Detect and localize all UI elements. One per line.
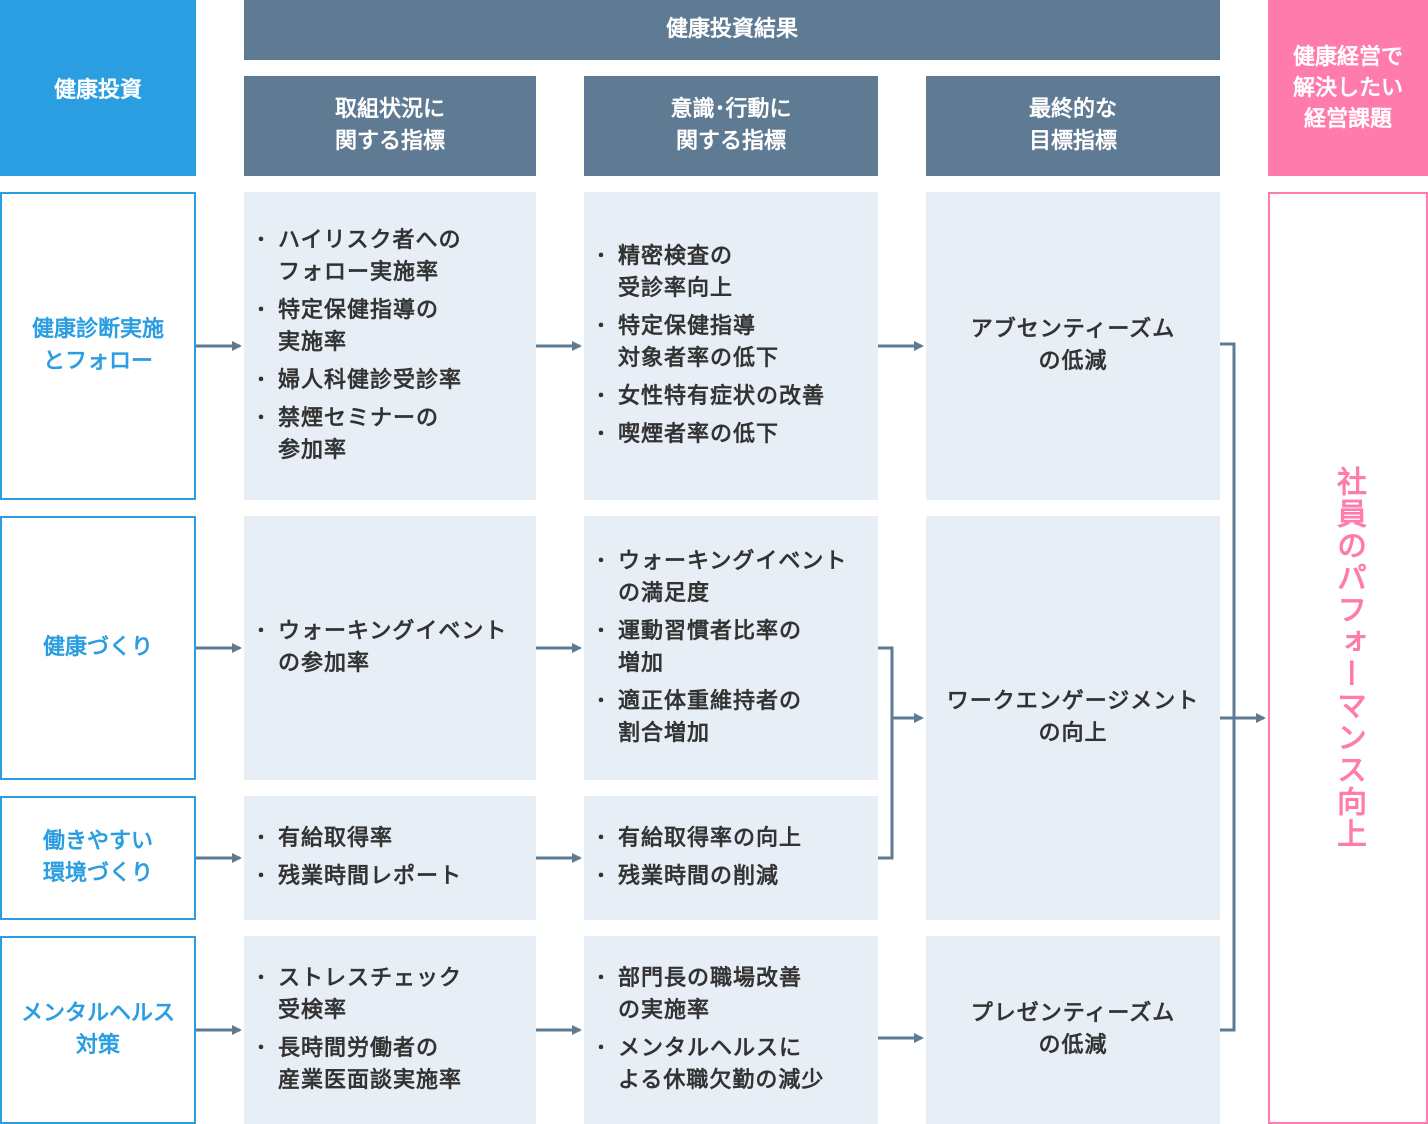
list-item: ウォーキングイベント の参加率 [252,616,536,680]
list-item: 残業時間の削減 [592,861,878,893]
bracket-merge [878,646,894,860]
effort-indicator-header: 取組状況に 関する指標 [244,76,536,176]
list-item: ストレスチェック 受検率 [252,963,536,1027]
management-issue-header: 健康経営で 解決したい 経営課題 [1268,0,1428,176]
list-item: ウォーキングイベント の満足度 [592,546,878,610]
results-header: 健康投資結果 [244,0,1220,60]
investment-work-environment: 働きやすい 環境づくり [0,796,196,920]
effort-cell-environment: 有給取得率 残業時間レポート [244,796,536,920]
investment-mental-health: メンタルヘルス 対策 [0,936,196,1124]
list-item: 運動習慣者比率の 増加 [592,616,878,680]
effort-cell-mental: ストレスチェック 受検率 長時間労働者の 産業医面談実施率 [244,936,536,1124]
list-item: 有給取得率の向上 [592,823,878,855]
final-goal-header: 最終的な 目標指標 [926,76,1220,176]
list-item: 禁煙セミナーの 参加率 [252,403,536,467]
list-item: 有給取得率 [252,823,536,855]
awareness-cell-checkup: 精密検査の 受診率向上 特定保健指導 対象者率の低下 女性特有症状の改善 喫煙者… [584,192,878,500]
management-issue-box: 社員のパフォーマンス向上 [1268,192,1428,1124]
list-item: 残業時間レポート [252,861,536,893]
list-item: 女性特有症状の改善 [592,381,878,413]
investment-health-promotion: 健康づくり [0,516,196,780]
management-issue-text: 社員のパフォーマンス向上 [1331,466,1366,850]
awareness-indicator-header: 意識･行動に 関する指標 [584,76,878,176]
list-item: 部門長の職場改善 の実施率 [592,963,878,1027]
awareness-cell-mental: 部門長の職場改善 の実施率 メンタルヘルスに よる休職欠勤の減少 [584,936,878,1124]
list-item: ハイリスク者への フォロー実施率 [252,225,536,289]
list-item: 婦人科健診受診率 [252,365,536,397]
list-item: 適正体重維持者の 割合増加 [592,686,878,750]
list-item: 特定保健指導 対象者率の低下 [592,311,878,375]
goal-presenteeism: プレゼンティーズム の低減 [926,936,1220,1124]
bracket-final [1220,342,1236,1032]
goal-absenteeism: アブセンティーズム の低減 [926,192,1220,500]
list-item: 長時間労働者の 産業医面談実施率 [252,1033,536,1097]
list-item: 喫煙者率の低下 [592,419,878,451]
goal-work-engagement: ワークエンゲージメント の向上 [926,516,1220,920]
list-item: メンタルヘルスに よる休職欠勤の減少 [592,1033,878,1097]
effort-cell-checkup: ハイリスク者への フォロー実施率 特定保健指導の 実施率 婦人科健診受診率 禁煙… [244,192,536,500]
investment-header: 健康投資 [0,0,196,176]
list-item: 精密検査の 受診率向上 [592,241,878,305]
awareness-cell-environment: 有給取得率の向上 残業時間の削減 [584,796,878,920]
investment-health-checkup: 健康診断実施 とフォロー [0,192,196,500]
effort-cell-promotion: ウォーキングイベント の参加率 [244,516,536,780]
list-item: 特定保健指導の 実施率 [252,295,536,359]
awareness-cell-promotion: ウォーキングイベント の満足度 運動習慣者比率の 増加 適正体重維持者の 割合増… [584,516,878,780]
